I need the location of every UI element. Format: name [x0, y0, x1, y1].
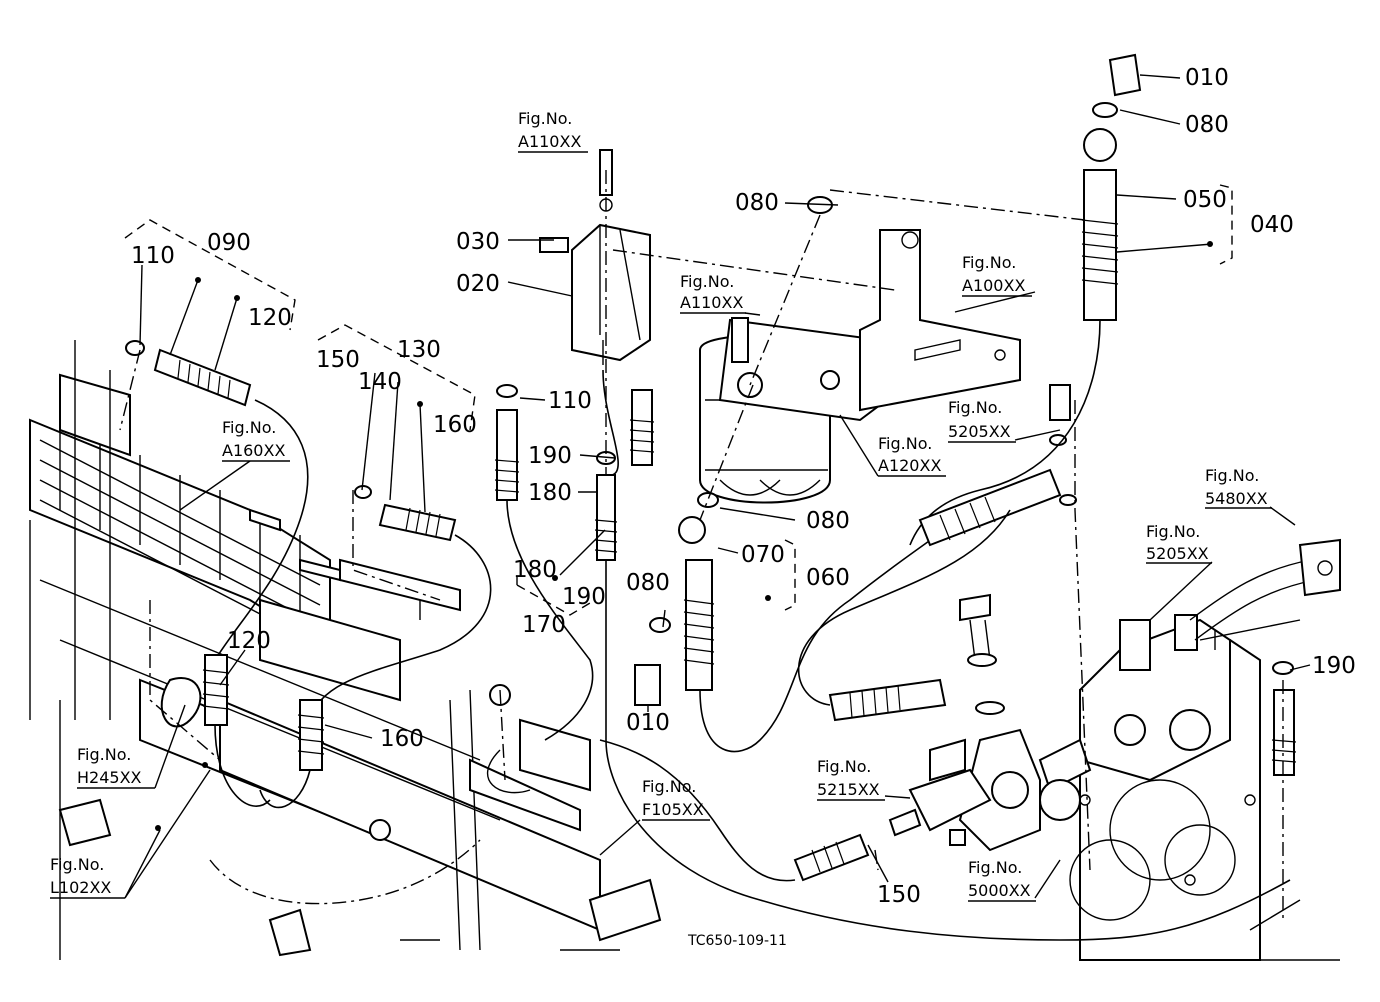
svg-text:5205XX: 5205XX — [948, 422, 1011, 441]
fig-ref-a110xx: Fig.No. A110XX — [680, 272, 746, 314]
svg-text:A100XX: A100XX — [962, 276, 1025, 295]
part-label-120: 120 — [227, 628, 271, 654]
svg-text:A110XX: A110XX — [680, 293, 743, 312]
part-label-080: 080 — [735, 190, 779, 216]
part-label-190: 190 — [562, 584, 606, 610]
part-label-110: 110 — [131, 243, 175, 269]
svg-text:5000XX: 5000XX — [968, 881, 1031, 900]
fig-ref-5205xx: Fig.No. 5205XX — [948, 398, 1016, 443]
flow-valve-drawing — [888, 384, 1081, 852]
part-label-130: 130 — [397, 337, 441, 363]
svg-text:Fig.No.: Fig.No. — [817, 757, 871, 776]
callout-dots — [155, 241, 1213, 831]
svg-text:Fig.No.: Fig.No. — [680, 272, 734, 291]
part-label-160: 160 — [433, 412, 477, 438]
fig-ref-5215xx: Fig.No. 5215XX — [817, 757, 885, 801]
fig-ref-a120xx: Fig.No. A120XX — [878, 434, 946, 477]
valve-block-drawing — [539, 149, 651, 365]
part-label-090: 090 — [207, 230, 251, 256]
part-label-180: 180 — [513, 557, 557, 583]
svg-text:A160XX: A160XX — [222, 441, 285, 460]
part-label-060: 060 — [806, 565, 850, 591]
fig-ref-5000xx: Fig.No. 5000XX — [968, 858, 1036, 902]
fig-ref-a110xx: Fig.No. A110XX — [518, 109, 588, 153]
part-label-160: 160 — [380, 726, 424, 752]
part-label-040: 040 — [1250, 212, 1294, 238]
svg-text:H245XX: H245XX — [77, 768, 142, 787]
leader-lines — [124, 74, 1311, 899]
svg-text:Fig.No.: Fig.No. — [518, 109, 572, 128]
part-label-120: 120 — [248, 305, 292, 331]
filter-drawing — [699, 229, 1021, 504]
part-number-labels: 010 080 050 040 080 030 020 110 090 120 … — [131, 65, 1356, 908]
part-label-180: 180 — [528, 480, 572, 506]
svg-text:Fig.No.: Fig.No. — [642, 777, 696, 796]
part-label-150: 150 — [877, 882, 921, 908]
part-label-150: 150 — [316, 347, 360, 373]
svg-text:Fig.No.: Fig.No. — [1146, 522, 1200, 541]
fig-ref-a100xx: Fig.No. A100XX — [962, 253, 1032, 297]
part-label-190: 190 — [528, 443, 572, 469]
svg-text:Fig.No.: Fig.No. — [948, 398, 1002, 417]
centerlines — [119, 170, 1284, 920]
svg-text:5215XX: 5215XX — [817, 780, 880, 799]
part-label-050: 050 — [1183, 187, 1227, 213]
part-label-010: 010 — [626, 710, 670, 736]
svg-text:Fig.No.: Fig.No. — [1205, 466, 1259, 485]
pump-block-drawing — [1038, 538, 1341, 961]
fig-ref-l102xx: Fig.No. L102XX — [50, 855, 125, 899]
svg-text:5205XX: 5205XX — [1146, 544, 1209, 563]
drawing-code: TC650-109-11 — [687, 933, 787, 949]
part-label-140: 140 — [358, 369, 402, 395]
svg-text:A120XX: A120XX — [878, 456, 941, 475]
part-label-190: 190 — [1312, 653, 1356, 679]
svg-text:L102XX: L102XX — [50, 878, 111, 897]
figure-references: Fig.No. A110XX Fig.No. A110XX Fig.No. A1… — [50, 109, 1272, 902]
svg-text:5480XX: 5480XX — [1205, 489, 1268, 508]
svg-text:F105XX: F105XX — [642, 800, 704, 819]
svg-text:Fig.No.: Fig.No. — [50, 855, 104, 874]
part-label-020: 020 — [456, 271, 500, 297]
part-label-070: 070 — [741, 542, 785, 568]
svg-text:Fig.No.: Fig.No. — [962, 253, 1016, 272]
part-label-080: 080 — [1185, 112, 1229, 138]
svg-text:Fig.No.: Fig.No. — [222, 418, 276, 437]
svg-text:Fig.No.: Fig.No. — [878, 434, 932, 453]
part-label-010: 010 — [1185, 65, 1229, 91]
diagram-artwork — [29, 53, 1341, 961]
svg-text:Fig.No.: Fig.No. — [77, 745, 131, 764]
fig-ref-a160xx: Fig.No. A160XX — [222, 418, 290, 462]
fig-ref-f105xx: Fig.No. F105XX — [642, 777, 710, 821]
fig-ref-h245xx: Fig.No. H245XX — [77, 745, 155, 789]
part-label-080: 080 — [626, 570, 670, 596]
part-label-170: 170 — [522, 612, 566, 638]
fig-ref-5205xx: Fig.No. 5205XX — [1146, 522, 1212, 564]
hose-assemblies-drawing — [125, 53, 1297, 941]
fig-ref-5480xx: Fig.No. 5480XX — [1205, 466, 1272, 509]
assembly-brackets — [124, 184, 1233, 616]
svg-text:A110XX: A110XX — [518, 132, 581, 151]
part-label-080: 080 — [806, 508, 850, 534]
part-label-110: 110 — [548, 388, 592, 414]
part-label-030: 030 — [456, 229, 500, 255]
svg-text:Fig.No.: Fig.No. — [968, 858, 1022, 877]
